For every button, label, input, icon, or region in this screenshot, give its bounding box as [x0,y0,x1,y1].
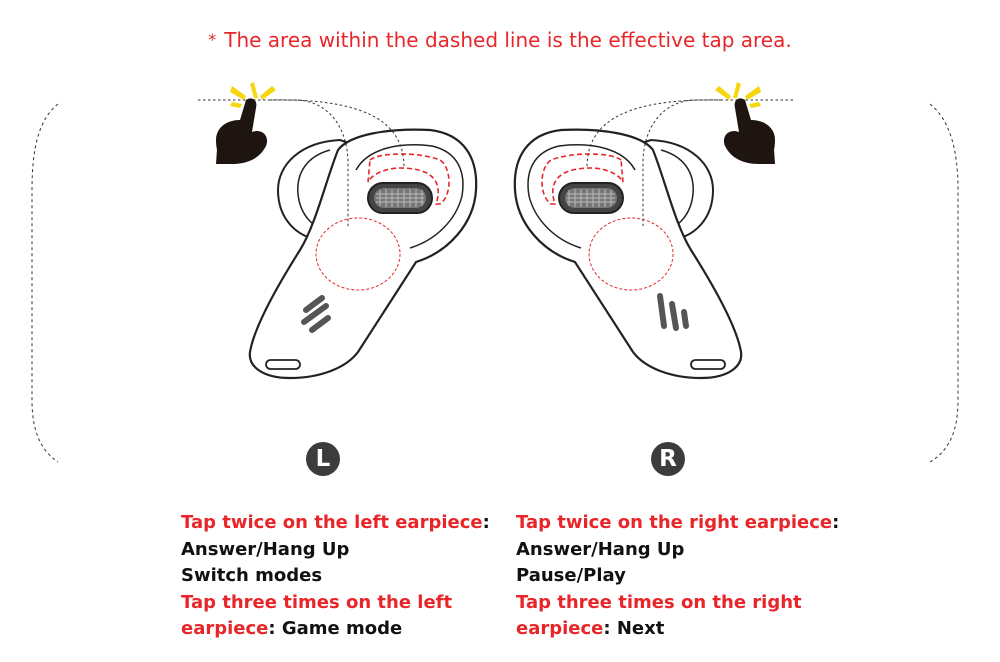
left-triple-tap-heading-2: earpiece [181,618,269,639]
left-triple-tap-action: Game mode [281,618,403,639]
left-top-tap-area [367,153,450,205]
edifier-logo-icon [301,295,331,333]
right-action-1: Answer/Hang Up [516,538,685,560]
right-earbud-badge: R [651,442,685,476]
right-top-tap-area [541,153,624,205]
left-action-2: Switch modes [181,565,323,586]
right-action-2: Pause/Play [516,565,626,586]
right-double-tap-line: Tap twice on the right earpiece: [516,512,840,533]
left-triple-tap-line: earpiece: Game mode [181,618,403,639]
right-instructions: Tap twice on the right earpiece: Answer/… [516,510,839,643]
tap-area-note: * The area within the dashed line is the … [0,28,1000,52]
tap-hand-icon-left [216,82,276,164]
right-dashed-bracket [929,103,959,463]
note-asterisk: * [208,30,217,49]
right-body-tap-area [588,217,674,291]
right-double-tap-heading: Tap twice on the right earpiece [516,512,833,533]
left-earbud-icon [248,128,478,380]
left-action-1: Answer/Hang Up [181,538,350,560]
right-earbud-icon [513,128,743,380]
left-double-tap-line: Tap twice on the left earpiece: [181,512,490,533]
left-instructions: Tap twice on the left earpiece: Answer/H… [181,510,490,643]
right-triple-tap-action: Next [616,618,665,639]
tap-hand-icon-right [715,82,775,164]
edifier-logo-icon-right [657,293,689,331]
right-triple-tap-line: earpiece: Next [516,618,665,639]
right-triple-tap-heading-2: earpiece [516,618,604,639]
left-triple-tap-heading-1: Tap three times on the left [181,591,453,613]
left-dashed-bracket [31,103,59,463]
left-double-tap-heading: Tap twice on the left earpiece [181,512,483,533]
left-earbud-badge: L [306,442,340,476]
left-body-tap-area [315,217,401,291]
note-text: The area within the dashed line is the e… [224,28,792,52]
right-triple-tap-heading-1: Tap three times on the right [516,591,802,613]
